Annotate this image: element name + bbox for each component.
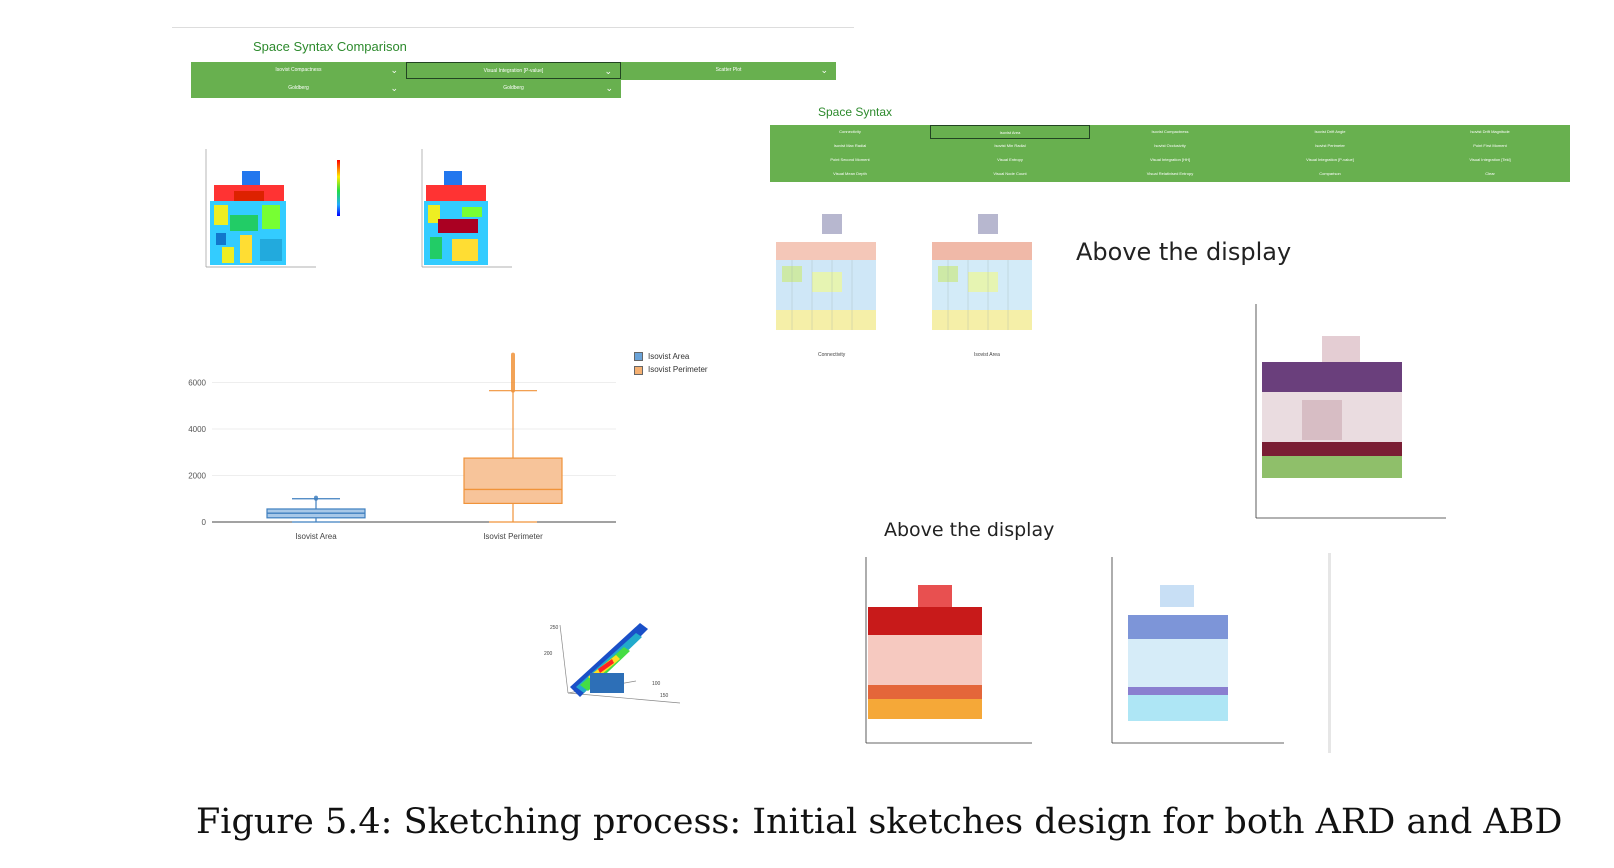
chevron-down-icon: ⌄ xyxy=(820,65,828,75)
menu-item-visual-integration-tekl[interactable]: Visual Integration [Tekl] xyxy=(1469,157,1511,162)
boxplot-legend: Isovist Area Isovist Perimeter xyxy=(634,352,708,379)
dropdown-isovist-compactness[interactable]: Isovist Compactness⌄ xyxy=(191,62,406,79)
box-isovist-perimeter xyxy=(463,457,563,505)
menu-item-clear[interactable]: Clear xyxy=(1485,171,1495,176)
legend-swatch xyxy=(634,352,643,362)
floorplan-heatmap-right xyxy=(421,149,512,268)
y-tick-label: 2000 xyxy=(188,472,206,481)
floorplan-isovist-area xyxy=(932,214,1032,330)
menu-item-comparison[interactable]: Comparison xyxy=(1319,171,1341,176)
axis-tick: 250 xyxy=(550,625,559,631)
legend-item-area[interactable]: Isovist Area xyxy=(634,352,708,362)
menu-item-isovist-drift-magnitude[interactable]: Isovist Drift Magnitude xyxy=(1470,129,1510,134)
top-divider xyxy=(172,27,854,28)
menu-item-isovist-compactness[interactable]: Isovist Compactness xyxy=(1151,129,1189,134)
note-above-display-2: Above the display xyxy=(884,519,1055,541)
menu-item-visual-mean-depth[interactable]: Visual Mean Depth xyxy=(833,171,867,176)
menu-item-visual-integration-hh[interactable]: Visual Integration [HH] xyxy=(1150,157,1190,162)
axis-tick: 200 xyxy=(544,651,553,657)
menu-item-visual-entropy[interactable]: Visual Entropy xyxy=(997,157,1023,162)
spacesyntax-menu: Connectivity Isovist Area Isovist Compactn… xyxy=(770,125,1570,182)
heatmap-color-legend xyxy=(337,160,340,216)
menu-item-isovist-drift-angle[interactable]: Isovist Drift Angle xyxy=(1314,129,1346,134)
grid xyxy=(212,382,616,523)
thumb-label-connectivity: Connectivity xyxy=(818,352,846,358)
menu-item-visual-relativised-entropy[interactable]: Visual Relativised Entropy xyxy=(1146,171,1194,176)
chevron-down-icon: ⌄ xyxy=(605,83,613,93)
dropdown-scatter-plot[interactable]: Scatter Plot⌄ xyxy=(621,62,836,79)
floorplan-heatmap-left xyxy=(205,149,316,268)
x-category-label: Isovist Area xyxy=(295,532,337,541)
boxplot-chart: 0 2000 4000 6000 Isovist Area Isovist Perime… xyxy=(188,352,616,541)
legend-item-perimeter[interactable]: Isovist Perimeter xyxy=(634,365,708,375)
y-tick-label: 6000 xyxy=(188,379,206,388)
menu-item-visual-node-count[interactable]: Visual Node Count xyxy=(993,171,1027,176)
y-tick-label: 0 xyxy=(202,518,207,527)
menu-item-isovist-max-radial[interactable]: Isovist Max Radial xyxy=(833,143,867,148)
floorplan-overlay-blue xyxy=(1111,557,1284,744)
menu-item-isovist-min-radial[interactable]: Isovist Min Radial xyxy=(994,143,1026,148)
figure-caption: Figure 5.4: Sketching process: Initial s… xyxy=(196,802,1563,842)
floorplan-overlay-red xyxy=(865,557,1032,744)
menu-item-connectivity[interactable]: Connectivity xyxy=(839,129,861,134)
legend-swatch xyxy=(634,365,643,375)
floorplan-connectivity xyxy=(776,214,876,330)
chevron-down-icon: ⌄ xyxy=(604,66,612,76)
axis-tick: 100 xyxy=(652,681,661,687)
display-frame xyxy=(863,553,1331,753)
dropdown-visual-integration[interactable]: Visual Integration [P-value]⌄ xyxy=(406,62,621,79)
comparison-title: Space Syntax Comparison xyxy=(253,39,407,54)
chevron-down-icon: ⌄ xyxy=(390,83,398,93)
menu-item-isovist-occlusivity[interactable]: Isovist Occlusivity xyxy=(1154,143,1186,148)
x-category-label: Isovist Perimeter xyxy=(483,532,543,541)
spacesyntax-title: Space Syntax xyxy=(818,105,893,119)
comparison-toolbar-row2 xyxy=(191,80,621,98)
floorplan-overlay-dark xyxy=(1255,304,1446,519)
y-tick-label: 4000 xyxy=(188,425,206,434)
menu-item-visual-integration-p-value[interactable]: Visual Integration [P-value] xyxy=(1306,157,1354,162)
dropdown-goldberg-left[interactable]: Goldberg⌄ xyxy=(191,80,406,97)
menu-item-point-second-moment[interactable]: Point Second Moment xyxy=(830,157,870,162)
axis-tick: 150 xyxy=(660,693,669,699)
menu-item-isovist-perimeter[interactable]: Isovist Perimeter xyxy=(1315,143,1345,148)
thumb-label-isovist-area: Isovist Area xyxy=(974,352,1000,358)
note-above-display-1: Above the display xyxy=(1076,238,1292,266)
menu-item-point-first-moment[interactable]: Point First Moment xyxy=(1473,143,1507,148)
chevron-down-icon: ⌄ xyxy=(390,65,398,75)
dropdown-goldberg-right[interactable]: Goldberg⌄ xyxy=(406,80,621,97)
scatter-3d-plot: 250 200 100 150 xyxy=(544,623,681,704)
menu-item-isovist-area[interactable]: Isovist Area xyxy=(930,125,1090,139)
